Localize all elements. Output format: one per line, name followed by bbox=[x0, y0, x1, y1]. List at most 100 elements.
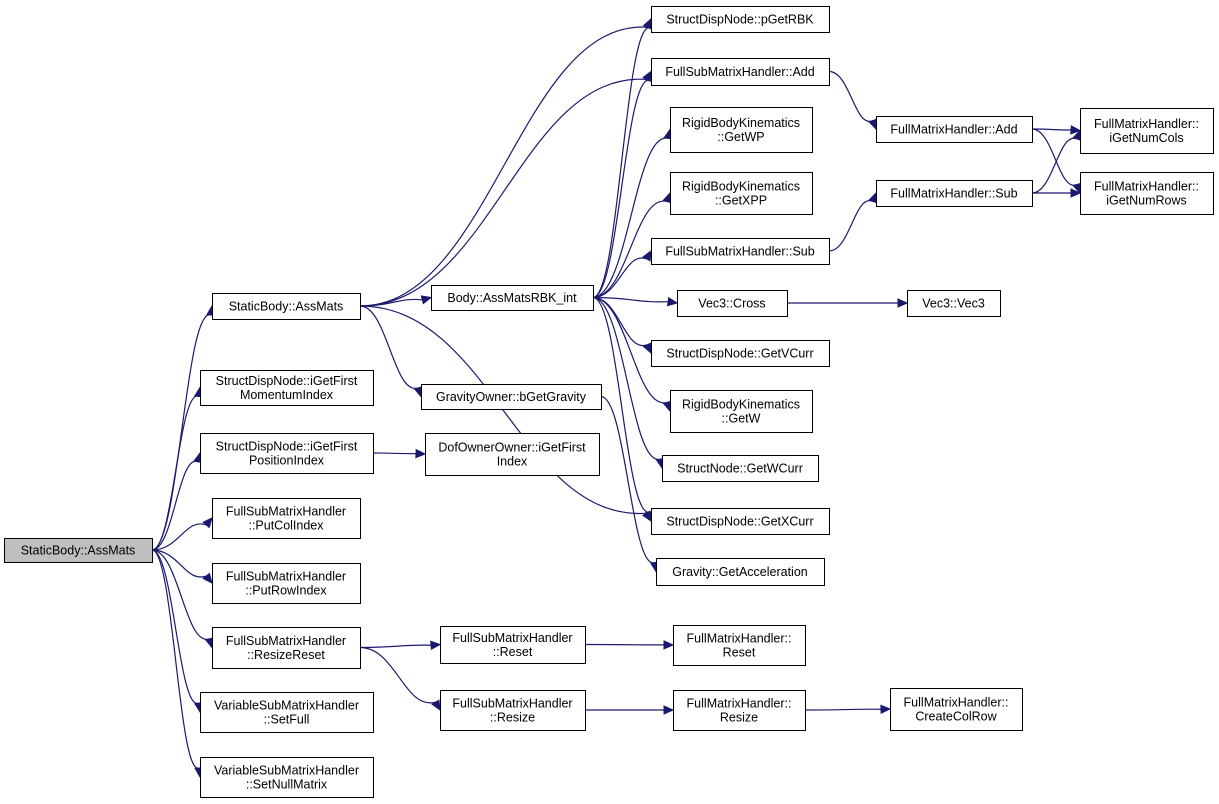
node-vsmh-setfull[interactable]: VariableSubMatrixHandler::SetFull bbox=[200, 692, 374, 733]
node-label-line: iGetNumCols bbox=[1109, 131, 1183, 145]
node-gravity-owner-bgetgravity[interactable]: GravityOwner::bGetGravity bbox=[421, 384, 602, 410]
edge-fmh_add-to-fmh_igetnumrows bbox=[1031, 128, 1082, 195]
node-fsmh-reset[interactable]: FullSubMatrixHandler::Reset bbox=[440, 626, 586, 664]
edge-static_body_assmats-to-sdn_getxcurr bbox=[359, 305, 652, 523]
node-label-line: FullMatrixHandler:: bbox=[687, 632, 792, 646]
edge-fmh_resize-to-fmh_createcolrow bbox=[804, 704, 892, 715]
node-structnode-getwcurr[interactable]: StructNode::GetWCurr bbox=[662, 455, 819, 482]
node-rbk-getwp[interactable]: RigidBodyKinematics::GetWP bbox=[670, 107, 813, 153]
node-label-line: StructNode::GetWCurr bbox=[677, 462, 803, 476]
node-rbk-getxpp[interactable]: RigidBodyKinematics::GetXPP bbox=[670, 172, 813, 215]
node-fmh-add[interactable]: FullMatrixHandler::Add bbox=[876, 116, 1033, 143]
node-label-line: FullMatrixHandler:: bbox=[687, 697, 792, 711]
node-label-line: StructDispNode::iGetFirst bbox=[216, 440, 358, 454]
node-sdn-getvcurr[interactable]: StructDispNode::GetVCurr bbox=[651, 340, 830, 367]
node-vsmh-setnullmatrix[interactable]: VariableSubMatrixHandler::SetNullMatrix bbox=[200, 757, 374, 798]
node-fmh-sub[interactable]: FullMatrixHandler::Sub bbox=[876, 180, 1033, 207]
node-label-line: ::Resize bbox=[490, 711, 535, 725]
nodes-layer: StaticBody::AssMatsStaticBody::AssMatsSt… bbox=[4, 6, 1214, 798]
node-gravity-getacceleration[interactable]: Gravity::GetAcceleration bbox=[656, 558, 825, 586]
node-fmh-resize[interactable]: FullMatrixHandler::Resize bbox=[673, 690, 806, 731]
node-label-line: VariableSubMatrixHandler bbox=[214, 764, 359, 778]
node-static-body-root[interactable]: StaticBody::AssMats bbox=[4, 538, 153, 563]
edge-gravity_owner_bgetgravity-to-gravity_getacceleration bbox=[600, 395, 660, 573]
node-fmh-igetnumcols[interactable]: FullMatrixHandler::iGetNumCols bbox=[1080, 108, 1214, 154]
node-label-line: ::SetFull bbox=[264, 713, 310, 727]
edge-vec3_cross-to-vec3_vec3 bbox=[787, 298, 909, 308]
edge-fsmh_add-to-fmh_add bbox=[828, 70, 878, 131]
edge-body_assmatsrbk-to-fsmh_sub bbox=[592, 249, 652, 299]
node-label-line: FullSubMatrixHandler bbox=[226, 570, 346, 584]
node-fmh-createcolrow[interactable]: FullMatrixHandler::CreateColRow bbox=[890, 688, 1023, 731]
node-label-line: ::GetXPP bbox=[715, 194, 767, 208]
node-sdn-getxcurr[interactable]: StructDispNode::GetXCurr bbox=[651, 508, 830, 535]
node-label-line: VariableSubMatrixHandler bbox=[214, 699, 359, 713]
node-label-line: ::ResizeReset bbox=[247, 648, 325, 662]
edge-fmh_sub-to-fmh_igetnumcols bbox=[1031, 129, 1082, 194]
node-label-line: ::GetWP bbox=[717, 130, 764, 144]
node-label-line: RigidBodyKinematics bbox=[682, 398, 800, 412]
edge-fsmh_resizereset-to-fsmh_reset bbox=[359, 640, 442, 651]
node-sdn-pgetrbk[interactable]: StructDispNode::pGetRBK bbox=[651, 6, 830, 33]
node-fmh-igetnumrows[interactable]: FullMatrixHandler::iGetNumRows bbox=[1080, 172, 1214, 215]
node-label-line: FullMatrixHandler::Sub bbox=[890, 187, 1017, 201]
node-label-line: Vec3::Cross bbox=[698, 297, 765, 311]
edge-body_assmatsrbk-to-rbk_getwp bbox=[592, 128, 673, 299]
edge-fmh_sub-to-fmh_igetnumrows bbox=[1032, 188, 1082, 198]
node-rbk-getw[interactable]: RigidBodyKinematics::GetW bbox=[670, 390, 813, 433]
node-label-line: Gravity::GetAcceleration bbox=[672, 565, 808, 579]
edge-fsmh_resize-to-fmh_resize bbox=[585, 705, 675, 715]
edge-static_body_root-to-sdn_igetfirst_momentum bbox=[151, 386, 204, 551]
node-label-line: StructDispNode::GetVCurr bbox=[666, 347, 813, 361]
node-vec3-vec3[interactable]: Vec3::Vec3 bbox=[907, 290, 1001, 317]
edge-static_body_root-to-fsmh_putrowindex bbox=[151, 549, 213, 584]
node-vec3-cross[interactable]: Vec3::Cross bbox=[677, 290, 788, 317]
node-label-line: Reset bbox=[723, 646, 756, 660]
node-label-line: FullSubMatrixHandler bbox=[226, 505, 346, 519]
edge-fmh_add-to-fmh_igetnumcols bbox=[1031, 125, 1082, 135]
node-fsmh-resizereset[interactable]: FullSubMatrixHandler::ResizeReset bbox=[212, 627, 361, 669]
node-label-line: FullSubMatrixHandler bbox=[452, 697, 572, 711]
edge-fsmh_reset-to-fmh_reset bbox=[584, 640, 675, 650]
edge-static_body_root-to-vsmh_setnullmatrix bbox=[151, 549, 204, 779]
node-static-body-assmats[interactable]: StaticBody::AssMats bbox=[212, 293, 361, 320]
node-label-line: RigidBodyKinematics bbox=[682, 116, 800, 130]
node-fsmh-resize[interactable]: FullSubMatrixHandler::Resize bbox=[440, 690, 586, 731]
node-label-line: FullMatrixHandler::Add bbox=[890, 123, 1017, 137]
node-fsmh-putcolindex[interactable]: FullSubMatrixHandler::PutColIndex bbox=[212, 498, 361, 539]
node-label-line: ::SetNullMatrix bbox=[246, 778, 328, 792]
node-fsmh-add[interactable]: FullSubMatrixHandler::Add bbox=[651, 58, 830, 86]
node-label-line: ::Reset bbox=[493, 645, 533, 659]
node-label-line: iGetNumRows bbox=[1106, 194, 1187, 208]
node-label-line: FullSubMatrixHandler::Sub bbox=[665, 245, 814, 259]
node-label-line: GravityOwner::bGetGravity bbox=[436, 390, 587, 404]
edge-static_body_root-to-fsmh_resizereset bbox=[151, 549, 215, 649]
edge-sdn_igetfirst_position-to-dof_owner_igetfirst bbox=[372, 448, 427, 459]
node-label-line: StructDispNode::pGetRBK bbox=[666, 13, 814, 27]
node-fsmh-sub[interactable]: FullSubMatrixHandler::Sub bbox=[651, 238, 830, 265]
node-body-assmatsrbk[interactable]: Body::AssMatsRBK_int bbox=[431, 285, 594, 311]
node-fmh-reset[interactable]: FullMatrixHandler::Reset bbox=[673, 625, 806, 666]
node-label-line: FullMatrixHandler:: bbox=[1094, 117, 1199, 131]
edge-static_body_assmats-to-body_assmatsrbk bbox=[359, 295, 433, 307]
node-label-line: Body::AssMatsRBK_int bbox=[447, 291, 577, 305]
node-label-line: Resize bbox=[720, 711, 758, 725]
node-label-line: FullMatrixHandler:: bbox=[904, 696, 1009, 710]
node-label-line: ::GetW bbox=[722, 412, 761, 426]
node-label-line: RigidBodyKinematics bbox=[682, 180, 800, 194]
node-label-line: Vec3::Vec3 bbox=[922, 297, 985, 311]
edge-body_assmatsrbk-to-sdn_getxcurr bbox=[592, 296, 655, 523]
node-label-line: FullSubMatrixHandler bbox=[226, 634, 346, 648]
edge-static_body_root-to-fsmh_putcolindex bbox=[151, 517, 213, 551]
node-label-line: MomentumIndex bbox=[240, 388, 334, 402]
edge-body_assmatsrbk-to-vec3_cross bbox=[592, 296, 679, 307]
edge-fsmh_resizereset-to-fsmh_resize bbox=[359, 646, 441, 712]
node-label-line: DofOwnerOwner::iGetFirst bbox=[438, 441, 586, 455]
node-label-line: StructDispNode::iGetFirst bbox=[216, 374, 358, 388]
node-fsmh-putrowindex[interactable]: FullSubMatrixHandler::PutRowIndex bbox=[212, 563, 361, 604]
node-label-line: StaticBody::AssMats bbox=[229, 300, 344, 314]
